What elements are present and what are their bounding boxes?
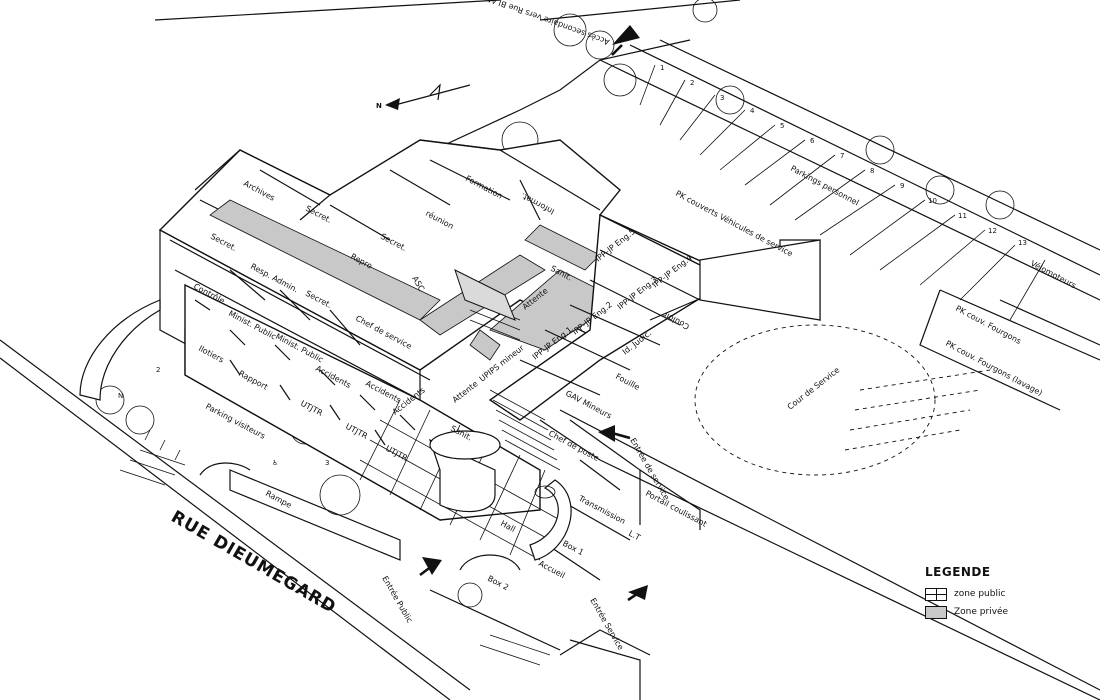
private-zone-swatch bbox=[925, 605, 947, 619]
service-yard-circle bbox=[694, 324, 936, 476]
curved-walls bbox=[79, 299, 572, 571]
arrow-north-icon bbox=[612, 25, 640, 45]
stall-number-11: 11 bbox=[958, 212, 967, 220]
stall-number-3: 3 bbox=[720, 94, 724, 102]
stall-number-13: 13 bbox=[1018, 239, 1027, 247]
legend: LEGENDE zone public Zone privée bbox=[925, 565, 1075, 621]
label-cour-service: Cour de Service bbox=[786, 365, 842, 411]
label-pk-couverts: PK couverts Véhicules de service bbox=[674, 188, 795, 259]
staircase bbox=[454, 269, 561, 471]
public-zone-swatch bbox=[925, 587, 947, 601]
room-rampe: Rampe bbox=[264, 489, 293, 510]
compass-arrow-icon bbox=[385, 83, 471, 110]
street-name: RUE DIEUMEGARD bbox=[168, 507, 340, 618]
label-public-entrance: Entrée Public bbox=[380, 574, 415, 624]
yard-dashed-stalls bbox=[844, 369, 991, 451]
front-plaza bbox=[119, 429, 651, 700]
legend-item-private: Zone privée bbox=[925, 603, 1075, 621]
compass-north-label: N bbox=[376, 102, 382, 110]
arrow-service-right-icon bbox=[598, 425, 615, 442]
legend-item-public: zone public bbox=[925, 585, 1075, 603]
label-pk-fourgons-lavage: PK couv. Fourgons (lavage) bbox=[944, 339, 1044, 398]
room-box-2: Box 2 bbox=[486, 574, 510, 593]
entrance-arrows bbox=[419, 25, 648, 602]
trees bbox=[95, 0, 1015, 608]
label-parkings-personnel: Parkings personnel bbox=[789, 164, 860, 208]
label-secondary-access: Accès secondaire vers Rue BLANQUI bbox=[471, 0, 611, 48]
stall-number-5: 5 bbox=[780, 122, 784, 130]
stall-number-6: 6 bbox=[810, 137, 815, 145]
visitor-stall-2: 2 bbox=[156, 366, 160, 374]
legend-label-private: Zone privée bbox=[954, 607, 1009, 617]
stall-number-7: 7 bbox=[840, 152, 844, 160]
room-box-1: Box 1 bbox=[561, 539, 585, 558]
legend-title: LEGENDE bbox=[925, 565, 991, 579]
room-accueil: Accueil bbox=[537, 559, 566, 580]
legend-label-public: zone public bbox=[954, 589, 1006, 599]
room-chef-poste: Chef de poste bbox=[547, 429, 600, 463]
stall-number-12: 12 bbox=[988, 227, 997, 235]
stall-number-2: 2 bbox=[690, 79, 694, 87]
visitor-stall-n: N bbox=[118, 392, 123, 400]
accessible-parking-icon: ♿ bbox=[272, 459, 278, 467]
right-wing bbox=[488, 213, 821, 581]
room-hall: Hall bbox=[499, 519, 517, 534]
private-corridors bbox=[209, 199, 621, 361]
room-attente-2: Attente bbox=[451, 379, 480, 404]
staff-parking-stalls bbox=[639, 64, 1046, 321]
stall-number-9: 9 bbox=[900, 182, 904, 190]
stall-number-8: 8 bbox=[870, 167, 874, 175]
stall-number-1: 1 bbox=[660, 64, 664, 72]
stall-number-10: 10 bbox=[928, 197, 937, 205]
stall-number-4: 4 bbox=[750, 107, 755, 115]
room-lt: L.T bbox=[627, 529, 642, 543]
room-fouille: Fouille bbox=[614, 372, 641, 392]
label-service-entrance-bottom: Entrée Service bbox=[588, 596, 626, 652]
visitor-stall-3: 3 bbox=[325, 459, 329, 467]
label-pk-fourgons: PK couv. Fourgons bbox=[954, 304, 1023, 346]
room-transmission: Transmission bbox=[576, 493, 627, 526]
